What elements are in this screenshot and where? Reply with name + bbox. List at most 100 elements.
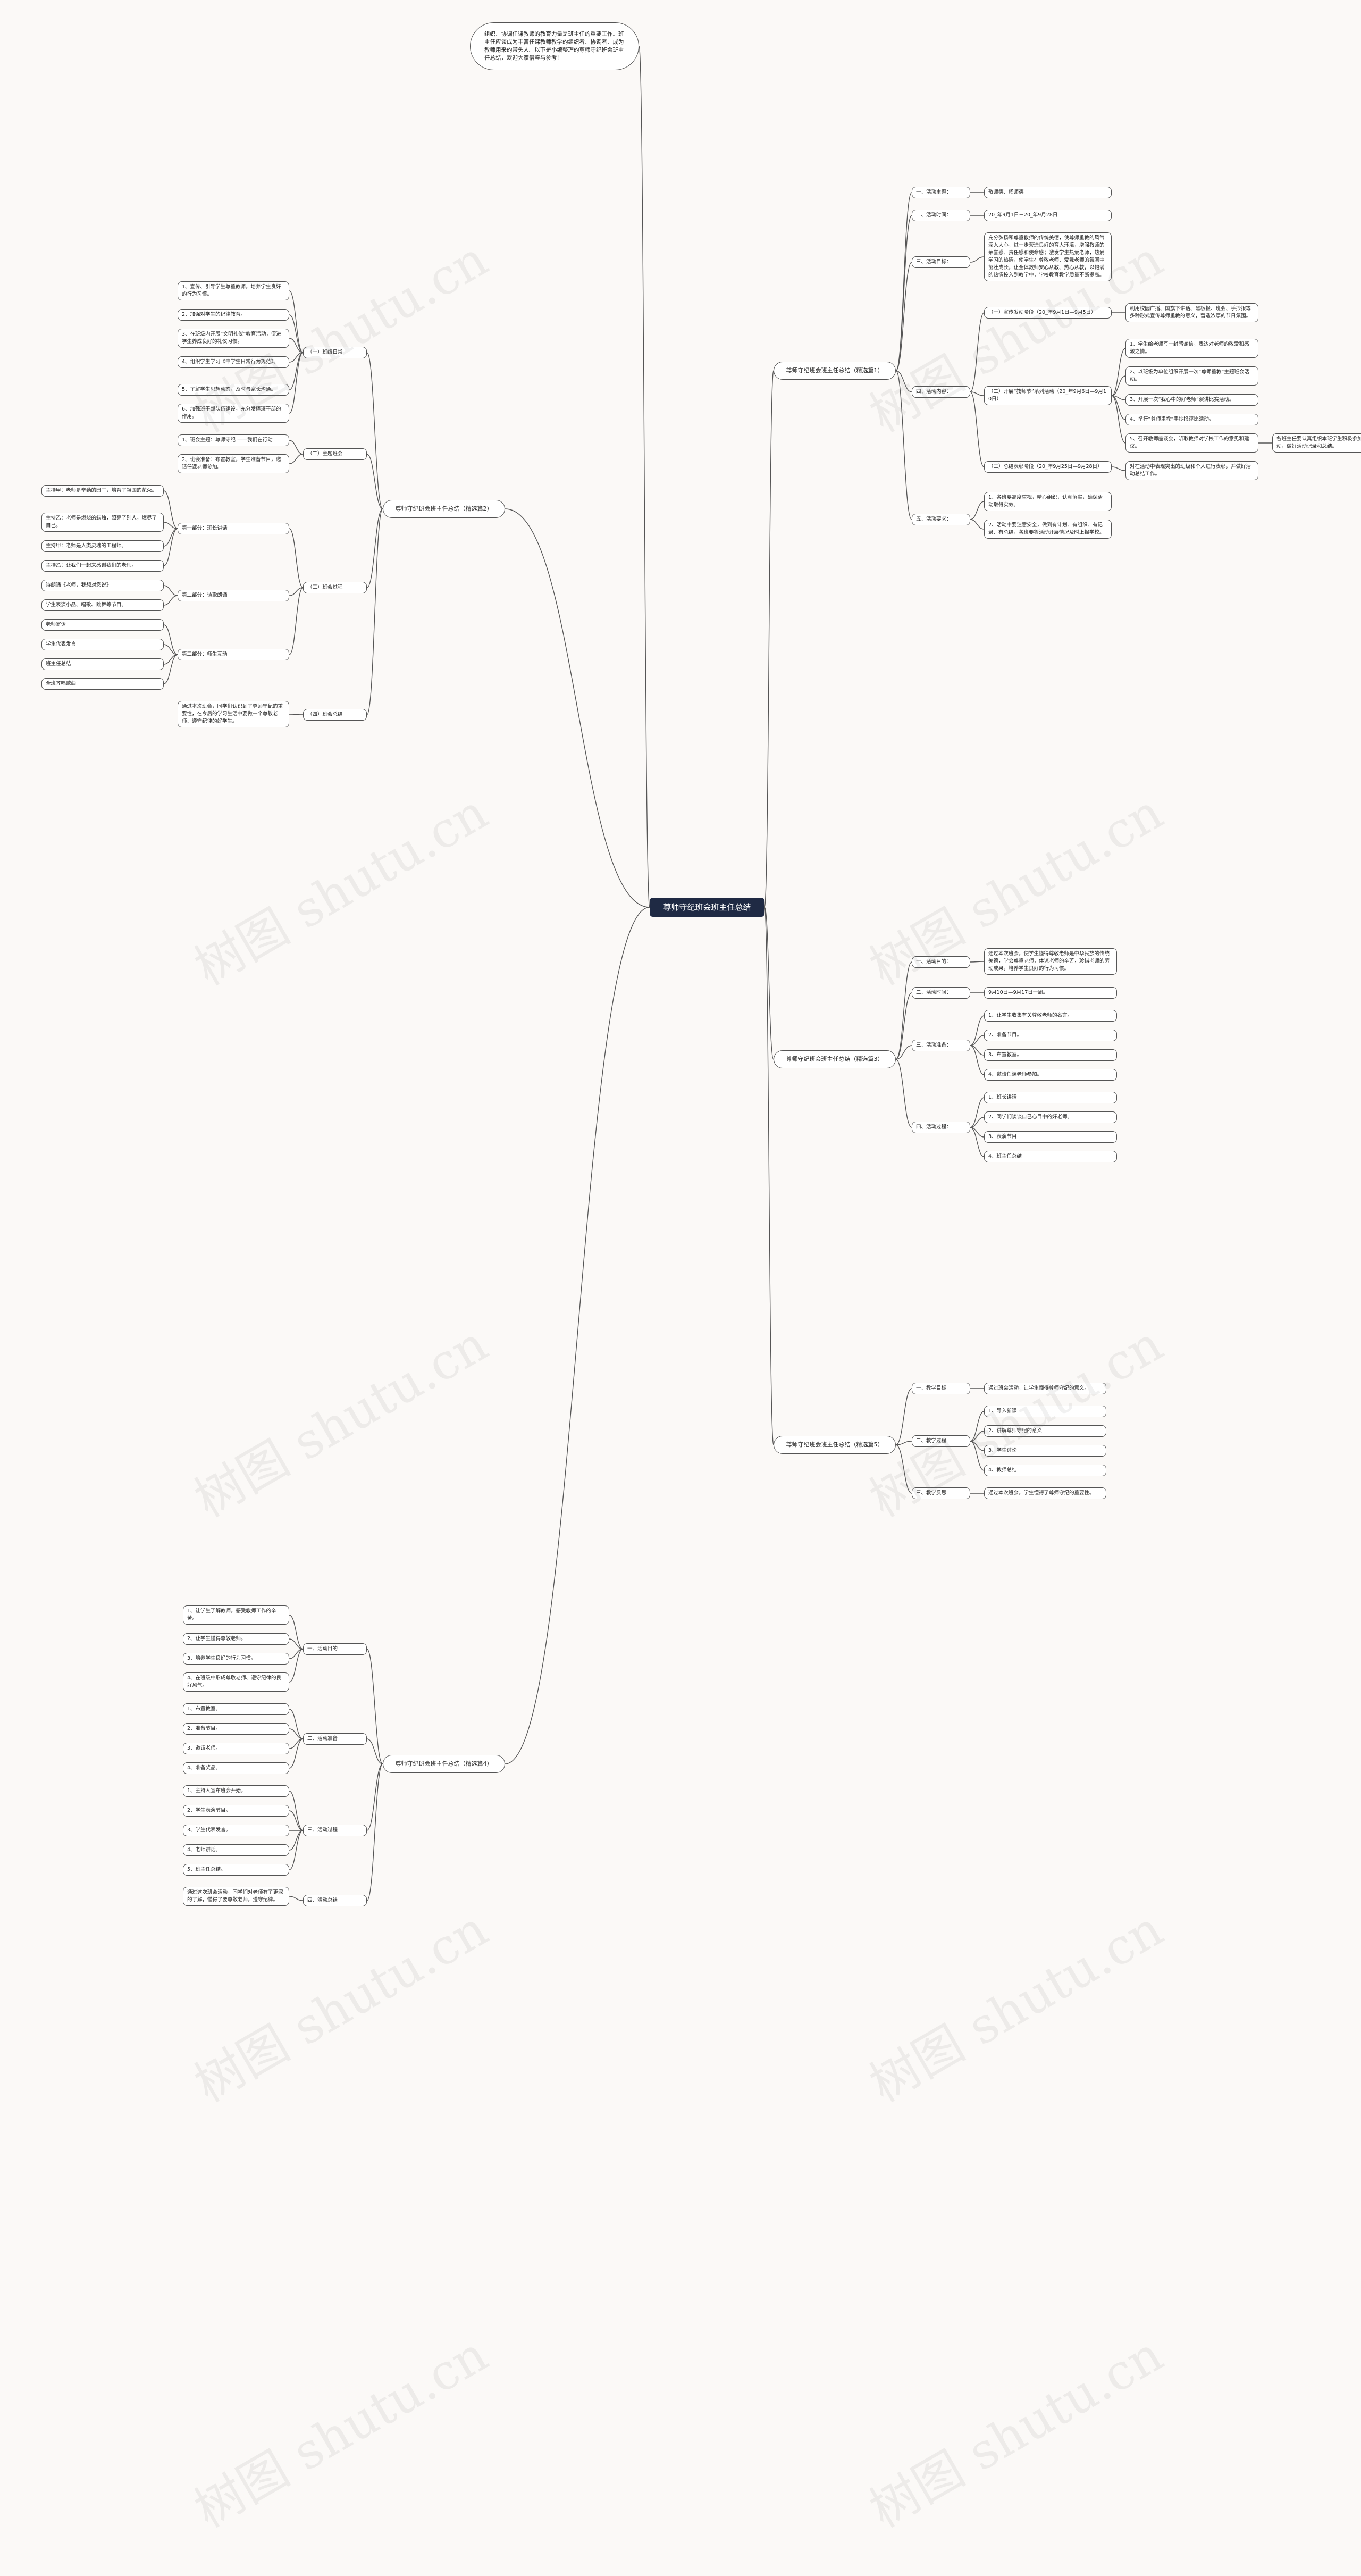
b2c2-node[interactable]: 第二部分：诗歌朗诵: [178, 589, 289, 601]
b1d2c-node[interactable]: 3、开展一次“我心中的好老师”演讲比赛活动。: [1125, 394, 1258, 406]
b5a-node[interactable]: 一、教学目标: [912, 1383, 970, 1394]
b4d-node[interactable]: 四、活动总结: [303, 1895, 367, 1906]
b1a1-node[interactable]: 敬师德、扬师德: [984, 186, 1112, 198]
b2d1-node[interactable]: 通过本次班会，同学们认识到了尊师守纪的重要性，在今后的学习生活中要做一个尊敬老师…: [178, 701, 289, 727]
b3b-node[interactable]: 二、活动时间：: [912, 987, 970, 999]
b4a3-node[interactable]: 3、培养学生良好的行为习惯。: [183, 1653, 289, 1665]
b1a-node[interactable]: 一、活动主题：: [912, 186, 970, 198]
b1e1-node[interactable]: 1、各班要高度重视，精心组织，认真落实，确保活动取得实效。: [984, 491, 1112, 511]
b3d-node[interactable]: 四、活动过程：: [912, 1121, 970, 1133]
b1e-node[interactable]: 五、活动要求：: [912, 513, 970, 525]
b2c3b-node[interactable]: 学生代表发言: [41, 639, 164, 650]
b4d1-node[interactable]: 通过这次班会活动，同学们对老师有了更深的了解，懂得了要尊敬老师，遵守纪律。: [183, 1887, 289, 1906]
b4c1-node[interactable]: 1、主持人宣布班会开始。: [183, 1785, 289, 1797]
b1d2-node[interactable]: （二）开展“教师节”系列活动（20_年9月6日—9月10日）: [984, 386, 1112, 405]
b5c-node[interactable]: 三、教学反思: [912, 1487, 970, 1499]
b1d2d-node[interactable]: 4、举行“尊师重教”手抄报评比活动。: [1125, 413, 1258, 425]
b3a-node[interactable]: 一、活动目的：: [912, 956, 970, 968]
b5b2-node[interactable]: 2、讲解尊师守纪的意义: [984, 1425, 1106, 1437]
b1e2-node[interactable]: 2、活动中要注意安全，做到有计划、有组织、有记录、有总结，各班要将活动开展情况及…: [984, 519, 1112, 539]
b4b-connector: [366, 1738, 383, 1764]
b2a1-node[interactable]: 1、宣传、引导学生尊重教师，培养学生良好的行为习惯。: [178, 281, 289, 300]
b3a1-node[interactable]: 通过本次班会，使学生懂得尊敬老师是中华民族的传统美德，学会尊重老师，体谅老师的辛…: [984, 948, 1117, 975]
b2c2a-node[interactable]: 诗朗诵《老师，我想对您说》: [41, 580, 164, 591]
b2c1c-node[interactable]: 主持甲：老师是人类灵魂的工程师。: [41, 540, 164, 552]
b2b1-node[interactable]: 1、班会主题：尊师守纪 ——我们在行动: [178, 434, 289, 446]
b1d3-node[interactable]: （三）总结表彰阶段（20_年9月25日—9月28日）: [984, 461, 1112, 473]
b5b1-connector: [970, 1411, 985, 1442]
b2b2-node[interactable]: 2、班会准备：布置教室，学生准备节目，邀请任课老师参加。: [178, 454, 289, 473]
b3b1-node[interactable]: 9月10日—9月17日一周。: [984, 987, 1117, 999]
b2a6-node[interactable]: 6、加强班干部队伍建设，充分发挥班干部的作用。: [178, 404, 289, 423]
b3-branch[interactable]: 尊师守纪班会班主任总结（精选篇3）: [774, 1050, 896, 1068]
b2c-node[interactable]: （三）班会过程: [303, 581, 367, 593]
b1d2a-node[interactable]: 1、学生给老师写一封感谢信，表达对老师的敬爱和感激之情。: [1125, 338, 1258, 358]
b4c5-node[interactable]: 5、班主任总结。: [183, 1864, 289, 1876]
b4a4-node[interactable]: 4、在班级中形成尊敬老师、遵守纪律的良好风气。: [183, 1672, 289, 1692]
b2c1a-node[interactable]: 主持甲：老师是辛勤的园丁，培育了祖国的花朵。: [41, 485, 164, 497]
b1-branch[interactable]: 尊师守纪班会班主任总结（精选篇1）: [774, 362, 896, 380]
b2c3c-node[interactable]: 班主任总结: [41, 658, 164, 670]
root-node[interactable]: 尊师守纪班会班主任总结: [650, 898, 764, 917]
b2c2b-node[interactable]: 学生表演小品、唱歌、跳舞等节目。: [41, 599, 164, 611]
b5a-connector: [895, 1388, 912, 1445]
b2d-node[interactable]: （四）班会总结: [303, 709, 367, 721]
b5c1-node[interactable]: 通过本次班会，学生懂得了尊师守纪的重要性。: [984, 1487, 1106, 1499]
b2a4-node[interactable]: 4、组织学生学习《中学生日常行为规范》。: [178, 356, 289, 368]
b1d2d-connector: [1111, 395, 1126, 420]
b1d1-node[interactable]: （一）宣传发动阶段（20_年9月1日—9月5日）: [984, 307, 1112, 319]
b3d4-node[interactable]: 4、班主任总结: [984, 1151, 1117, 1162]
b2c2-connector: [289, 587, 304, 596]
b5-branch[interactable]: 尊师守纪班会班主任总结（精选篇5）: [774, 1436, 896, 1454]
b1b1-node[interactable]: 20_年9月1日－20_年9月28日: [984, 209, 1112, 221]
b3c-node[interactable]: 三、活动准备：: [912, 1039, 970, 1051]
b1d2e1-node[interactable]: 各班主任要认真组织本班学生积极参加各项活动，做好活动记录和总结。: [1272, 433, 1361, 453]
b1d2b-node[interactable]: 2、以班级为单位组织开展一次“尊师重教”主题班会活动。: [1125, 366, 1258, 386]
b5b1-node[interactable]: 1、导入新课: [984, 1406, 1106, 1417]
b2c3a-node[interactable]: 老师寄语: [41, 619, 164, 631]
b1d1a-node[interactable]: 利用校园广播、国旗下讲话、黑板报、班会、手抄报等多种形式宣传尊师重教的意义，营造…: [1125, 303, 1258, 322]
b3c1-node[interactable]: 1、让学生收集有关尊敬老师的名言。: [984, 1010, 1117, 1022]
b4b1-node[interactable]: 1、布置教室。: [183, 1703, 289, 1715]
b1c1-node[interactable]: 充分弘扬和尊重教师的传统美德，使尊师重教的风气深入人心，进一步营造良好的育人环境…: [984, 232, 1112, 281]
b4c-node[interactable]: 三、活动过程: [303, 1825, 367, 1836]
b2b-node[interactable]: （二）主题班会: [303, 448, 367, 460]
b2a3-node[interactable]: 3、在班级内开展“文明礼仪”教育活动，促进学生养成良好的礼仪习惯。: [178, 329, 289, 348]
b3c3-node[interactable]: 3、布置教室。: [984, 1049, 1117, 1061]
b3c4-node[interactable]: 4、邀请任课老师参加。: [984, 1069, 1117, 1081]
b4c4-node[interactable]: 4、老师讲话。: [183, 1844, 289, 1856]
b4b4-node[interactable]: 4、准备奖品。: [183, 1762, 289, 1774]
b4a-node[interactable]: 一、活动目的: [303, 1643, 367, 1655]
b2a5-node[interactable]: 5、了解学生思想动态，及时与家长沟通。: [178, 384, 289, 396]
b3d1-node[interactable]: 1、班长讲话: [984, 1092, 1117, 1103]
b4b3-node[interactable]: 3、邀请老师。: [183, 1743, 289, 1754]
b2-branch[interactable]: 尊师守纪班会班主任总结（精选篇2）: [383, 500, 505, 518]
b2c1b-node[interactable]: 主持乙：老师是燃烧的蜡烛，照亮了别人，燃尽了自己。: [41, 513, 164, 532]
b4b2-node[interactable]: 2、准备节目。: [183, 1723, 289, 1735]
b3d2-node[interactable]: 2、同学们谈谈自己心目中的好老师。: [984, 1111, 1117, 1123]
b4-branch[interactable]: 尊师守纪班会班主任总结（精选篇4）: [383, 1755, 505, 1773]
b4a2-node[interactable]: 2、让学生懂得尊敬老师。: [183, 1633, 289, 1645]
b2c1d-node[interactable]: 主持乙：让我们一起来感谢我们的老师。: [41, 560, 164, 572]
b2c3d-node[interactable]: 全班齐唱歌曲: [41, 678, 164, 690]
b2c1-node[interactable]: 第一部分：班长讲话: [178, 522, 289, 534]
b5b3-node[interactable]: 3、学生讨论: [984, 1445, 1106, 1457]
b1d2e-node[interactable]: 5、召开教师座谈会，听取教师对学校工作的意见和建议。: [1125, 433, 1258, 453]
b4c2-node[interactable]: 2、学生表演节目。: [183, 1805, 289, 1817]
b3d3-node[interactable]: 3、表演节目: [984, 1131, 1117, 1143]
b2a-node[interactable]: （一）班级日常: [303, 346, 367, 358]
intro-bubble[interactable]: 组织、协调任课教师的教育力量是班主任的重要工作。班主任应该成为丰富任课教师教学的…: [470, 22, 639, 70]
b2a2-node[interactable]: 2、加强对学生的纪律教育。: [178, 309, 289, 321]
b1d-node[interactable]: 四、活动内容：: [912, 386, 970, 398]
b4a1-node[interactable]: 1、让学生了解教师，感受教师工作的辛苦。: [183, 1605, 289, 1625]
b4c3-node[interactable]: 3、学生代表发言。: [183, 1825, 289, 1836]
b4b-node[interactable]: 二、活动准备: [303, 1733, 367, 1745]
b3c2-node[interactable]: 2、准备节目。: [984, 1030, 1117, 1041]
b2c3-node[interactable]: 第三部分：师生互动: [178, 648, 289, 660]
b5b4-node[interactable]: 4、教师总结: [984, 1465, 1106, 1476]
b1d3a-node[interactable]: 对在活动中表现突出的班级和个人进行表彰，并做好活动总结工作。: [1125, 461, 1258, 480]
b5b-node[interactable]: 二、教学过程: [912, 1435, 970, 1447]
b5a1-node[interactable]: 通过班会活动，让学生懂得尊师守纪的意义。: [984, 1383, 1106, 1394]
b1c-node[interactable]: 三、活动目标：: [912, 256, 970, 268]
b1b-node[interactable]: 二、活动时间：: [912, 209, 970, 221]
